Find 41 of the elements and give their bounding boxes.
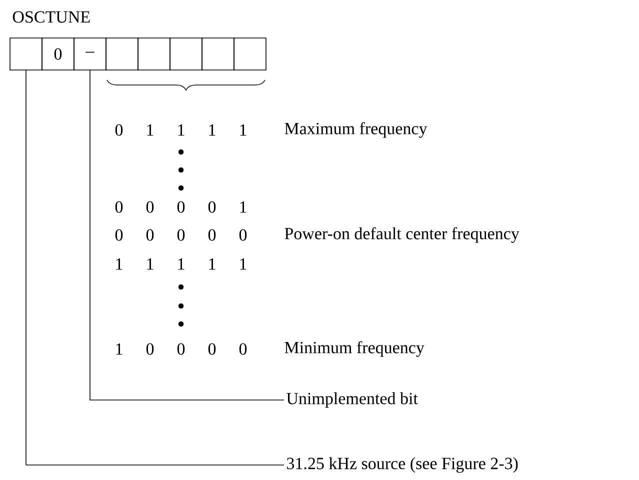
bit-value: 1 [240, 201, 246, 213]
bit-value: 1 [240, 258, 246, 270]
bit-value: 0 [115, 124, 123, 136]
bit-value: 0 [239, 343, 247, 355]
bit-value: 0 [177, 343, 185, 355]
bit-value: 0 [115, 229, 123, 241]
register-cell: 0 [42, 38, 74, 70]
bit-value: 1 [147, 258, 154, 270]
leader-label: 31.25 kHz source (see Figure 2-3) [287, 457, 518, 473]
bit-value: 0 [208, 343, 216, 355]
bit-value: 0 [146, 343, 154, 355]
register-title: OSCTUNE [12, 11, 90, 23]
bit-value: 0 [146, 201, 154, 213]
bit-value: 1 [178, 258, 184, 270]
bit-value: 1 [178, 124, 184, 136]
bit-value: 1 [116, 343, 122, 355]
bit-value: 0 [177, 201, 185, 213]
register-cell: – [74, 38, 106, 70]
bit-value: 1 [116, 258, 122, 270]
bit-value: 1 [209, 124, 216, 136]
bit-value: 0 [146, 229, 154, 241]
description: Minimum frequency [284, 341, 424, 357]
register-cell [202, 38, 234, 70]
register-cell [106, 38, 138, 70]
bit-value: 0 [208, 201, 216, 213]
description: Power-on default center frequency [284, 227, 520, 243]
bit-value: 0 [208, 229, 216, 241]
bit-value: 1 [147, 124, 154, 136]
bit-value: 1 [240, 124, 246, 136]
register-cell [170, 38, 202, 70]
bit-value: 0 [177, 229, 185, 241]
leader-label: Unimplemented bit [286, 392, 418, 408]
register-cell [10, 38, 42, 70]
leader-line [90, 70, 284, 400]
leader-line [26, 70, 284, 466]
bit-value: 0 [115, 201, 123, 213]
register-cell [138, 38, 170, 70]
bit-value: 0 [239, 229, 247, 241]
description: Maximum frequency [284, 122, 428, 138]
bit-value: 1 [209, 258, 216, 270]
register-cell [234, 38, 266, 70]
